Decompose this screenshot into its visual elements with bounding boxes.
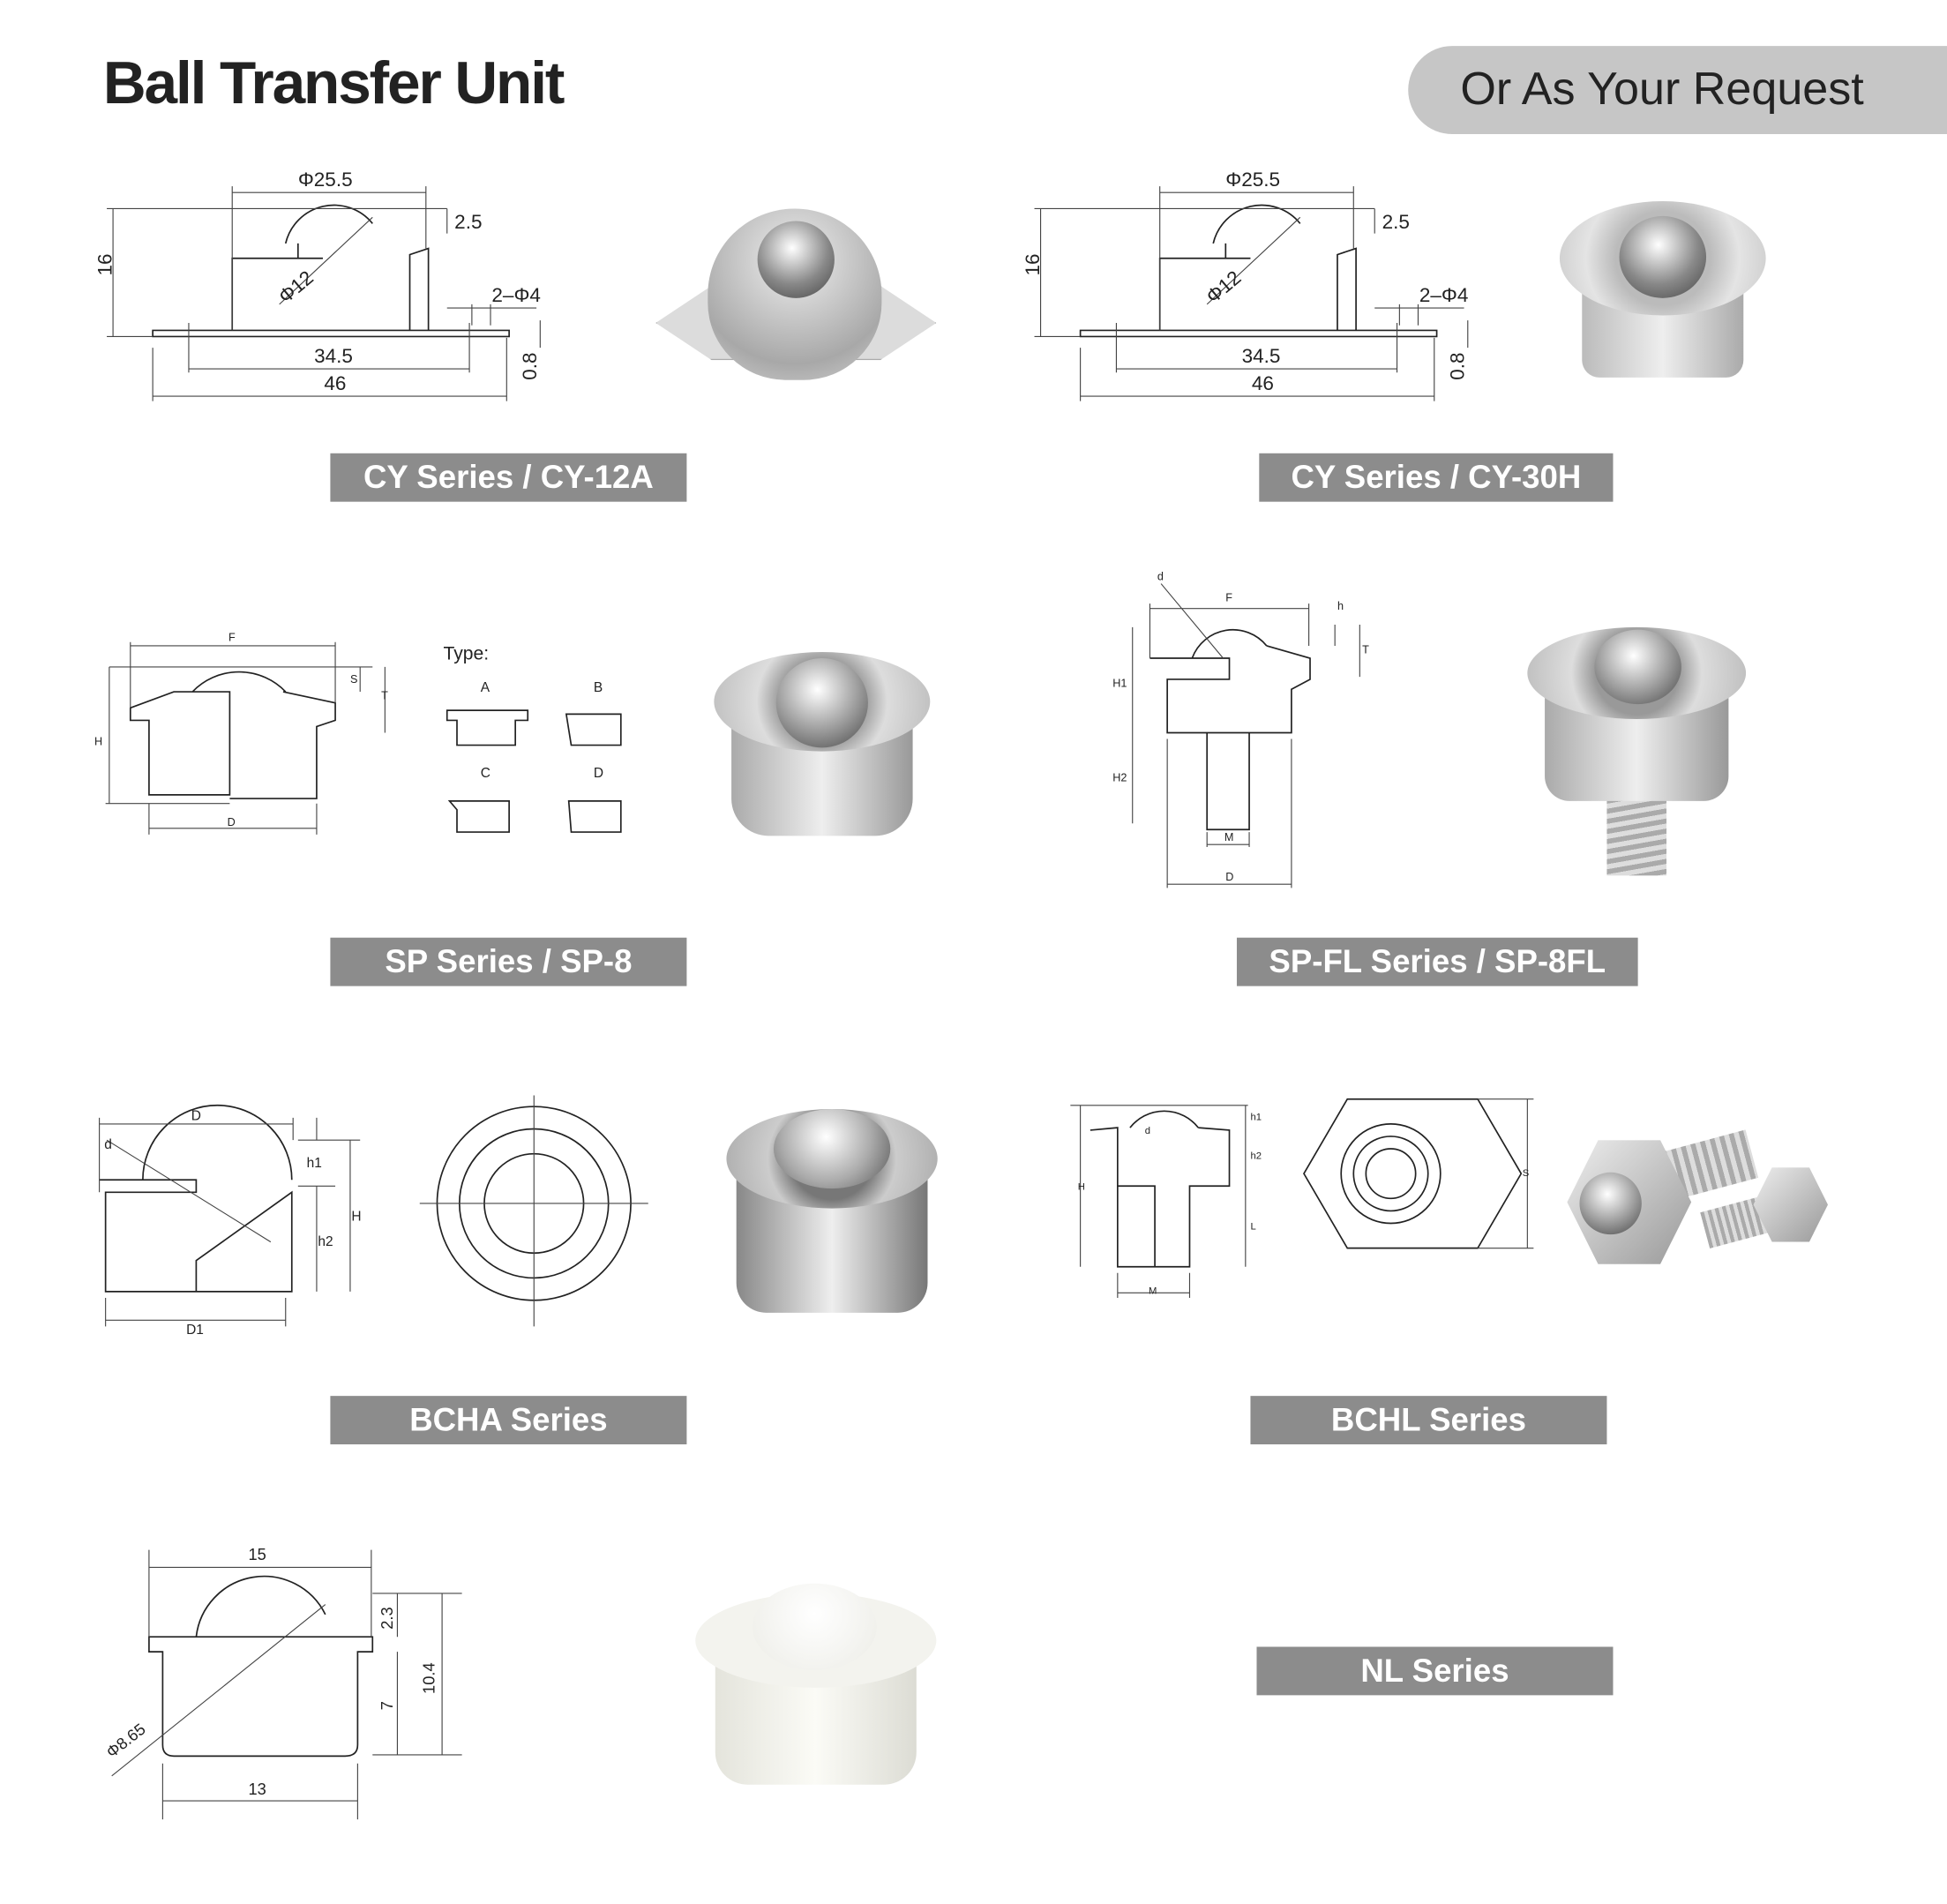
dim-text: D1 <box>186 1323 204 1338</box>
type-label-b: B <box>594 680 603 695</box>
drawing-bcha: D d h1 H h2 D1 <box>99 1095 648 1338</box>
type-label-c: C <box>481 766 490 781</box>
series-label-cy30h: CY Series / CY-30H <box>1259 453 1614 502</box>
dim-text: D <box>228 816 236 828</box>
dim-text: F <box>1225 591 1232 603</box>
product-photo-nl <box>695 1581 937 1785</box>
dim-text: D <box>191 1109 201 1124</box>
page-title: Ball Transfer Unit <box>102 50 565 117</box>
type-label-a: A <box>481 680 490 695</box>
dim-text: h2 <box>318 1234 333 1249</box>
drawing-sp8fl: d F h T H1 H2 M D <box>1112 570 1369 888</box>
dim-text: H2 <box>1112 771 1127 783</box>
dim-text: h <box>1337 600 1344 612</box>
drawing-sp8: F S T H D Type: A B C D <box>94 631 622 835</box>
dim-text: M <box>1224 831 1234 843</box>
dim-text: 34.5 <box>1242 345 1281 367</box>
dim-text: 15 <box>249 1545 266 1563</box>
dim-text: 2.3 <box>378 1607 396 1629</box>
type-title: Type: <box>444 643 490 663</box>
product-photo-cy30h <box>1559 201 1766 378</box>
dim-text: H <box>351 1210 361 1225</box>
dim-text: d <box>1145 1126 1150 1136</box>
dim-text: 16 <box>1022 253 1044 275</box>
request-badge: Or As Your Request <box>1408 46 1947 135</box>
dim-text: Φ12 <box>274 266 318 308</box>
dim-text: d <box>1157 570 1164 582</box>
dim-text: 2.5 <box>454 211 482 233</box>
dim-text: D <box>1225 871 1233 883</box>
request-badge-text: Or As Your Request <box>1460 63 1864 115</box>
dim-text: 0.8 <box>1447 352 1469 379</box>
dim-text: 13 <box>249 1780 266 1798</box>
dim-text: H1 <box>1112 677 1127 689</box>
series-label-bcha: BCHA Series <box>330 1396 687 1445</box>
product-photo-cy12a <box>655 208 937 382</box>
drawing-bchl: h1 d h2 H L M S <box>1070 1098 1534 1298</box>
series-label-sp8fl: SP-FL Series / SP-8FL <box>1236 937 1638 986</box>
dim-text: d <box>104 1137 112 1152</box>
drawing-cy12a: Φ25.5 2.5 16 Φ12 2–Φ4 34.5 46 0.8 <box>94 169 541 401</box>
dim-text: H <box>1078 1181 1085 1192</box>
product-photo-bcha <box>726 1108 938 1313</box>
dim-text: S <box>350 673 357 686</box>
dim-text: 7 <box>378 1701 396 1710</box>
dim-text: 2–Φ4 <box>491 284 541 306</box>
dim-text: 2.5 <box>1382 211 1410 233</box>
dim-text: T <box>381 689 388 701</box>
dim-text: 34.5 <box>314 345 353 367</box>
product-photo-sp8 <box>714 651 931 836</box>
series-label-bchl: BCHL Series <box>1250 1396 1607 1445</box>
dim-text: S <box>1523 1168 1530 1179</box>
dim-text: H <box>94 736 102 748</box>
dim-text: F <box>228 631 236 643</box>
dim-text: 0.8 <box>519 352 541 379</box>
dim-text: 46 <box>324 372 346 394</box>
drawing-cy30h: Φ25.5 2.5 16 Φ12 2–Φ4 34.5 46 0.8 <box>1022 169 1469 401</box>
product-photo-sp8fl <box>1527 626 1747 876</box>
dim-text: 46 <box>1252 372 1274 394</box>
dim-text: Φ8.65 <box>102 1720 148 1761</box>
dim-text: Φ25.5 <box>298 169 353 191</box>
drawing-nl: 15 2.3 10.4 7 Φ8.65 13 <box>102 1545 462 1820</box>
dim-text: T <box>1362 643 1369 656</box>
dim-text: 2–Φ4 <box>1419 284 1469 306</box>
dim-text: M <box>1149 1286 1157 1297</box>
dim-text: Φ12 <box>1202 266 1245 308</box>
series-label-sp8: SP Series / SP-8 <box>330 937 687 986</box>
dim-text: h2 <box>1250 1151 1262 1161</box>
dim-text: L <box>1250 1222 1255 1233</box>
dim-text: 16 <box>94 253 116 275</box>
type-label-d: D <box>594 766 603 781</box>
series-label-cy12a: CY Series / CY-12A <box>330 453 687 502</box>
product-photo-bchl <box>1567 1128 1830 1282</box>
dim-text: Φ25.5 <box>1225 169 1280 191</box>
dim-text: 10.4 <box>420 1662 438 1694</box>
dim-text: h1 <box>307 1156 322 1171</box>
dim-text: h1 <box>1250 1113 1262 1123</box>
series-label-nl: NL Series <box>1256 1646 1614 1696</box>
